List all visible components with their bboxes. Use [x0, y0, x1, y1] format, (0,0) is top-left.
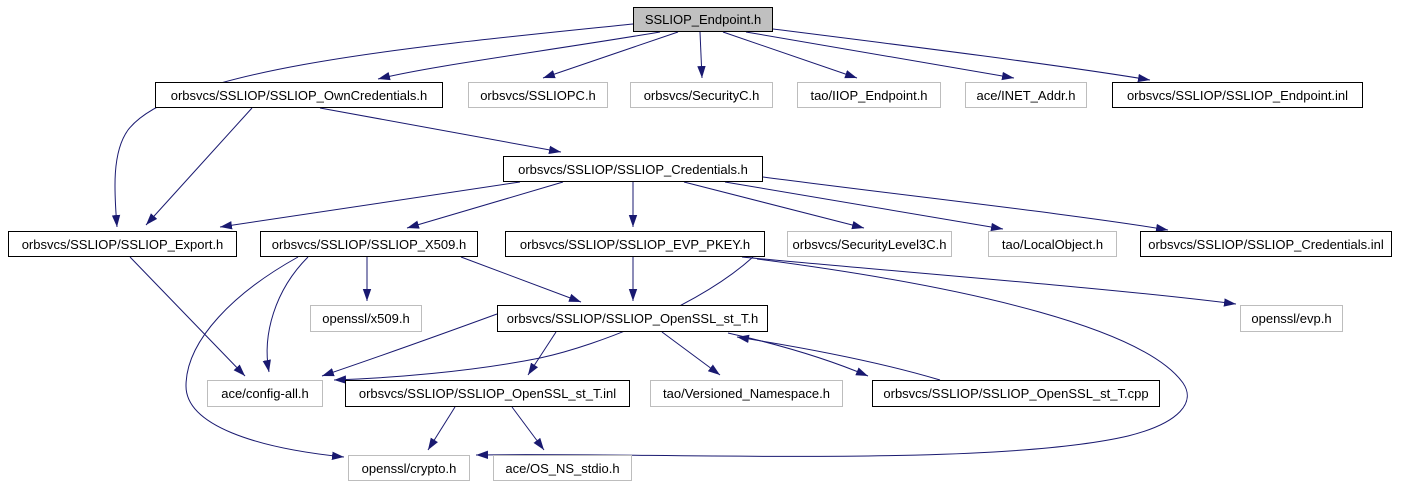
edge-owncredentials_h-export_h — [145, 107, 253, 226]
node-ssliop-openssl-st-t-cpp[interactable]: orbsvcs/SSLIOP/SSLIOP_OpenSSL_st_T.cpp — [872, 380, 1160, 407]
node-ace-os-ns-stdio-h: ace/OS_NS_stdio.h — [493, 455, 632, 481]
node-ssliop-evp-pkey-h[interactable]: orbsvcs/SSLIOP/SSLIOP_EVP_PKEY.h — [505, 231, 765, 257]
node-iiop-endpoint-h: tao/IIOP_Endpoint.h — [797, 82, 941, 108]
edge-endpoint_h-owncredentials_h — [377, 31, 661, 81]
node-ssliopc-h: orbsvcs/SSLIOPC.h — [468, 82, 608, 108]
edge-x509_h-openssl_st_t_h — [460, 256, 582, 303]
edge-openssl_st_t_h-openssl_st_t_cpp — [727, 332, 869, 377]
edge-endpoint_h-endpoint_inl — [772, 28, 1151, 83]
node-ssliop-export-h[interactable]: orbsvcs/SSLIOP/SSLIOP_Export.h — [8, 231, 237, 257]
edge-openssl_st_t_inl-os_ns_stdio_h — [511, 406, 545, 451]
edge-endpoint_h-export_h — [111, 23, 634, 228]
node-ssliop-credentials-inl[interactable]: orbsvcs/SSLIOP/SSLIOP_Credentials.inl — [1140, 231, 1392, 257]
edge-credentials_h-localobject_h — [724, 181, 1004, 232]
node-localobject-h: tao/LocalObject.h — [988, 231, 1117, 257]
node-openssl-crypto-h: openssl/crypto.h — [348, 455, 470, 481]
edge-openssl_st_t_h-openssl_st_t_inl — [527, 331, 557, 376]
edge-endpoint_h-iiop_endpoint_h — [722, 31, 858, 79]
edge-evp_pkey_h-openssl_evp_h — [741, 256, 1237, 307]
edge-openssl_st_t_h-config_all_h — [321, 313, 498, 377]
edge-credentials_h-securitylevel3c_h — [683, 181, 865, 230]
node-ace-config-all-h: ace/config-all.h — [207, 380, 323, 407]
edge-openssl_st_t_inl-openssl_crypto_h — [427, 406, 456, 451]
edge-credentials_h-credentials_inl — [762, 176, 1169, 233]
node-ssliop-openssl-st-t-inl[interactable]: orbsvcs/SSLIOP/SSLIOP_OpenSSL_st_T.inl — [345, 380, 630, 407]
edge-credentials_h-export_h — [219, 181, 521, 230]
edge-credentials_h-x509_h — [406, 181, 564, 229]
edge-openssl_st_t_h-versioned_namespace_h — [661, 331, 721, 376]
node-openssl-evp-h: openssl/evp.h — [1240, 305, 1343, 332]
node-securitylevel3c-h: orbsvcs/SecurityLevel3C.h — [787, 231, 952, 257]
node-ssliop-owncredentials-h[interactable]: orbsvcs/SSLIOP/SSLIOP_OwnCredentials.h — [155, 82, 443, 108]
node-ssliop-x509-h[interactable]: orbsvcs/SSLIOP/SSLIOP_X509.h — [260, 231, 478, 257]
node-ssliop-endpoint-inl[interactable]: orbsvcs/SSLIOP/SSLIOP_Endpoint.inl — [1112, 82, 1363, 108]
edge-evp_pkey_h-config_all_h — [333, 256, 754, 384]
edge-export_h-config_all_h — [129, 256, 246, 377]
node-ssliop-credentials-h[interactable]: orbsvcs/SSLIOP/SSLIOP_Credentials.h — [503, 156, 763, 182]
edge-endpoint_h-securityc_h — [697, 31, 706, 79]
edge-openssl_st_t_cpp-openssl_st_t_h — [736, 334, 941, 381]
node-securityc-h: orbsvcs/SecurityC.h — [630, 82, 773, 108]
node-ssliop-openssl-st-t-h[interactable]: orbsvcs/SSLIOP/SSLIOP_OpenSSL_st_T.h — [497, 305, 768, 332]
node-openssl-x509-h: openssl/x509.h — [310, 305, 422, 332]
node-ssliop-endpoint-h: SSLIOP_Endpoint.h — [633, 7, 773, 32]
node-inet-addr-h: ace/INET_Addr.h — [965, 82, 1087, 108]
node-versioned-namespace-h: tao/Versioned_Namespace.h — [650, 380, 843, 407]
edge-owncredentials_h-credentials_h — [319, 107, 562, 154]
edge-evp_pkey_h-openssl_crypto_h — [475, 258, 1188, 459]
edge-x509_h-openssl_crypto_h — [185, 256, 345, 460]
edge-endpoint_h-ssliopc_h — [542, 31, 679, 79]
edge-endpoint_h-inet_addr_h — [745, 31, 1015, 81]
edge-x509_h-config_all_h — [262, 256, 309, 373]
